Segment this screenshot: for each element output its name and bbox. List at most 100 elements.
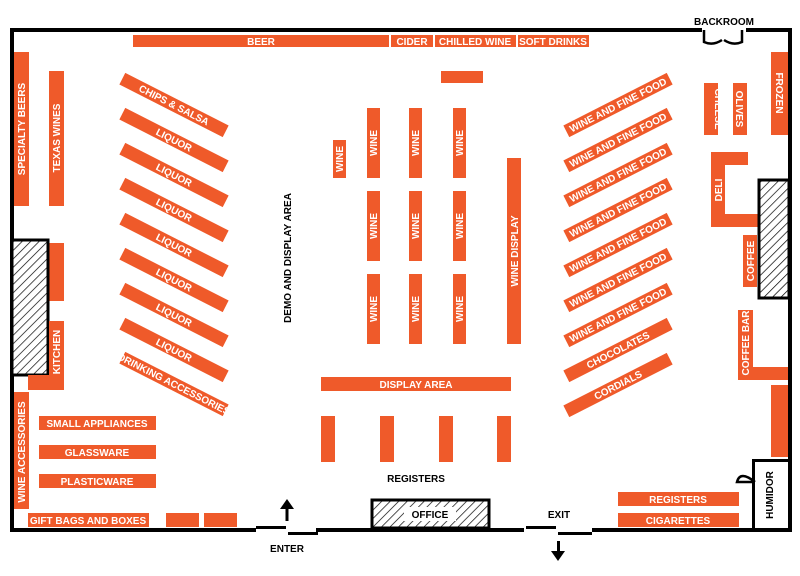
svg-text:DISPLAY AREA: DISPLAY AREA xyxy=(380,380,453,391)
svg-text:GIFT BAGS AND BOXES: GIFT BAGS AND BOXES xyxy=(30,516,147,527)
svg-text:OFFICE: OFFICE xyxy=(412,510,449,521)
demo-display-area-label: DEMO AND DISPLAY AREA xyxy=(283,193,294,323)
bottom-shelf-2[interactable] xyxy=(204,513,237,527)
deli-counter[interactable]: DELI xyxy=(711,152,758,227)
svg-text:DELI: DELI xyxy=(714,178,725,201)
wine-shelf-small[interactable]: WINE xyxy=(333,140,346,178)
cheese-shelf[interactable]: CHEESE xyxy=(704,83,723,135)
svg-text:CHOCOLATES: CHOCOLATES xyxy=(585,330,652,371)
wine-shelf-r1c3[interactable]: WINE xyxy=(453,108,466,178)
small-appliances-shelf[interactable]: SMALL APPLIANCES xyxy=(39,416,156,430)
svg-text:WINE ACCESSORIES: WINE ACCESSORIES xyxy=(17,401,28,503)
svg-text:KITCHEN: KITCHEN xyxy=(52,330,63,374)
svg-text:LIQUOR: LIQUOR xyxy=(154,162,194,190)
humidor-room[interactable]: HUMIDOR xyxy=(735,459,790,532)
svg-text:LIQUOR: LIQUOR xyxy=(154,337,194,365)
exit-door[interactable] xyxy=(526,526,592,535)
svg-text:WINE: WINE xyxy=(335,146,346,172)
beer-shelf[interactable]: BEER xyxy=(133,35,389,48)
svg-text:WINE: WINE xyxy=(369,296,380,322)
left-small-shelf[interactable] xyxy=(49,243,64,301)
wine-shelf-r3c1[interactable]: WINE xyxy=(367,274,380,344)
register-counter-4[interactable] xyxy=(497,416,511,462)
right-wall-shelf[interactable] xyxy=(771,385,788,457)
svg-text:BEER: BEER xyxy=(247,37,276,48)
wine-shelf-r3c2[interactable]: WINE xyxy=(409,274,422,344)
soft-drinks-shelf[interactable]: SOFT DRINKS xyxy=(518,35,589,48)
coffee-shelf[interactable]: COFFEE xyxy=(743,235,757,287)
wine-display-shelf[interactable]: WINE DISPLAY xyxy=(507,158,521,344)
coffee-bar-counter[interactable]: COFFEE BAR xyxy=(738,310,788,380)
svg-text:FROZEN: FROZEN xyxy=(773,72,784,113)
wine-shelf-r3c3[interactable]: WINE xyxy=(453,274,466,344)
svg-text:WINE: WINE xyxy=(369,130,380,156)
kitchen-shelf[interactable]: KITCHEN xyxy=(28,321,64,390)
svg-text:LIQUOR: LIQUOR xyxy=(154,127,194,155)
display-area-shelf[interactable]: DISPLAY AREA xyxy=(321,377,511,391)
gift-bags-shelf[interactable]: GIFT BAGS AND BOXES xyxy=(28,513,149,527)
enter-arrow-icon xyxy=(280,499,294,521)
svg-text:CHILLED WINE: CHILLED WINE xyxy=(439,37,512,48)
texas-wines-shelf[interactable]: TEXAS WINES xyxy=(49,71,64,206)
register-counter-1[interactable] xyxy=(321,416,335,462)
svg-text:SPECIALTY BEERS: SPECIALTY BEERS xyxy=(17,82,28,175)
svg-text:LIQUOR: LIQUOR xyxy=(154,232,194,260)
wine-shelf-r2c1[interactable]: WINE xyxy=(367,191,380,261)
cider-shelf[interactable]: CIDER xyxy=(391,35,433,48)
plasticware-shelf[interactable]: PLASTICWARE xyxy=(39,474,156,488)
registers-label: REGISTERS xyxy=(387,474,445,485)
svg-text:LIQUOR: LIQUOR xyxy=(154,267,194,295)
svg-text:REGISTERS: REGISTERS xyxy=(649,495,707,506)
svg-text:WINE: WINE xyxy=(455,213,466,239)
svg-text:HUMIDOR: HUMIDOR xyxy=(765,470,776,519)
wine-shelf-r1c1[interactable]: WINE xyxy=(367,108,380,178)
backroom-label: BACKROOM xyxy=(694,17,754,28)
svg-text:WINE: WINE xyxy=(369,213,380,239)
glassware-shelf[interactable]: GLASSWARE xyxy=(39,445,156,459)
svg-text:CIDER: CIDER xyxy=(396,37,428,48)
drinking-accessories-shelf[interactable]: DRINKING ACCESSORIES xyxy=(116,350,233,419)
svg-text:LIQUOR: LIQUOR xyxy=(154,197,194,225)
exit-arrow-icon xyxy=(551,541,565,561)
wine-accessories-shelf[interactable]: WINE ACCESSORIES xyxy=(14,392,29,509)
svg-text:WINE: WINE xyxy=(411,213,422,239)
svg-text:CHEESE: CHEESE xyxy=(712,88,723,129)
right-storage-area xyxy=(757,178,791,300)
svg-text:WINE: WINE xyxy=(455,296,466,322)
svg-text:WINE DISPLAY: WINE DISPLAY xyxy=(510,215,521,287)
frozen-shelf[interactable]: FROZEN xyxy=(771,52,788,135)
svg-text:SOFT DRINKS: SOFT DRINKS xyxy=(519,37,587,48)
enter-door[interactable] xyxy=(256,526,318,535)
svg-text:COFFEE BAR: COFFEE BAR xyxy=(741,310,752,376)
specialty-beers-shelf[interactable]: SPECIALTY BEERS xyxy=(14,52,29,206)
svg-text:TEXAS WINES: TEXAS WINES xyxy=(52,103,63,172)
backroom-doors[interactable] xyxy=(702,30,744,45)
svg-text:PLASTICWARE: PLASTICWARE xyxy=(61,477,134,488)
svg-text:WINE: WINE xyxy=(411,130,422,156)
wine-shelf-r2c2[interactable]: WINE xyxy=(409,191,422,261)
svg-text:OLIVES: OLIVES xyxy=(733,91,744,128)
svg-text:CIGARETTES: CIGARETTES xyxy=(646,516,711,527)
svg-text:GLASSWARE: GLASSWARE xyxy=(65,448,130,459)
office-area[interactable]: OFFICE xyxy=(370,498,491,530)
bottom-shelf-1[interactable] xyxy=(166,513,199,527)
registers-shelf[interactable]: REGISTERS xyxy=(618,492,739,506)
wine-shelf-r2c3[interactable]: WINE xyxy=(453,191,466,261)
small-top-shelf[interactable] xyxy=(441,71,483,83)
svg-text:WINE: WINE xyxy=(455,130,466,156)
wine-shelf-r1c2[interactable]: WINE xyxy=(409,108,422,178)
svg-text:DRINKING ACCESSORIES: DRINKING ACCESSORIES xyxy=(116,352,232,419)
svg-text:SMALL APPLIANCES: SMALL APPLIANCES xyxy=(46,419,147,430)
left-storage-area xyxy=(10,238,50,377)
olives-shelf[interactable]: OLIVES xyxy=(733,83,747,135)
cigarettes-shelf[interactable]: CIGARETTES xyxy=(618,513,739,527)
exit-label: EXIT xyxy=(548,510,570,521)
svg-text:COFFEE: COFFEE xyxy=(746,240,757,281)
register-counter-2[interactable] xyxy=(380,416,394,462)
svg-text:LIQUOR: LIQUOR xyxy=(154,302,194,330)
register-counter-3[interactable] xyxy=(439,416,453,462)
svg-text:CORDIALS: CORDIALS xyxy=(593,369,645,403)
svg-text:WINE: WINE xyxy=(411,296,422,322)
chilled-wine-shelf[interactable]: CHILLED WINE xyxy=(435,35,516,48)
